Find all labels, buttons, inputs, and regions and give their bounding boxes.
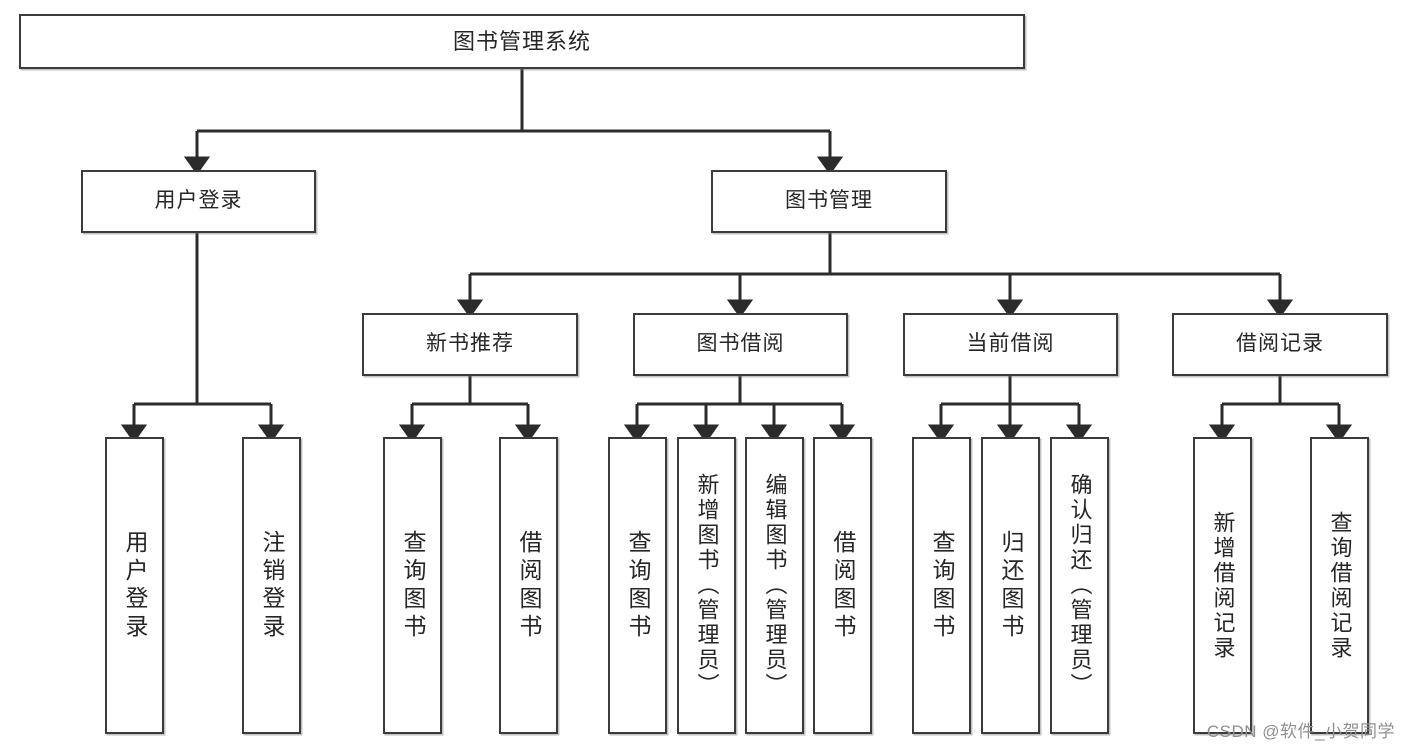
node-label: 借阅图书 xyxy=(830,529,856,642)
leaf-current-borrow-confirm-return-admin[interactable]: 确认归还（管理员） xyxy=(1050,437,1109,734)
node-label: 查询图书 xyxy=(400,529,426,642)
leaf-new-book-borrow-book[interactable]: 借阅图书 xyxy=(499,437,558,734)
node-label: 新增借阅记录 xyxy=(1210,510,1236,661)
leaf-user-login-logout[interactable]: 注销登录 xyxy=(242,437,301,734)
node-current-borrow[interactable]: 当前借阅 xyxy=(903,313,1118,376)
node-label: 借阅记录 xyxy=(1236,332,1324,356)
node-label: 查询图书 xyxy=(625,529,651,642)
node-book-borrow[interactable]: 图书借阅 xyxy=(633,313,848,376)
leaf-current-borrow-return-book[interactable]: 归还图书 xyxy=(981,437,1040,734)
node-root-book-management-system[interactable]: 图书管理系统 xyxy=(19,14,1025,69)
node-label: 新书推荐 xyxy=(426,332,514,356)
leaf-new-book-query-book[interactable]: 查询图书 xyxy=(383,437,442,734)
leaf-current-borrow-query-book[interactable]: 查询图书 xyxy=(912,437,971,734)
node-label: 查询图书 xyxy=(929,529,955,642)
node-label: 图书管理 xyxy=(785,189,873,213)
node-label: 注销登录 xyxy=(259,529,285,642)
leaf-user-login-login[interactable]: 用户登录 xyxy=(105,437,164,734)
node-book-management[interactable]: 图书管理 xyxy=(711,170,947,233)
node-label: 确认归还（管理员） xyxy=(1067,473,1093,698)
node-label: 借阅图书 xyxy=(516,529,542,642)
node-label: 用户登录 xyxy=(154,189,243,213)
node-label: 图书管理系统 xyxy=(452,28,591,54)
node-label: 新增图书（管理员） xyxy=(694,473,720,698)
csdn-watermark: CSDN @软件_小贺同学 xyxy=(1206,722,1395,741)
leaf-book-borrow-add-book-admin[interactable]: 新增图书（管理员） xyxy=(677,437,736,734)
node-label: 当前借阅 xyxy=(966,332,1055,356)
leaf-book-borrow-edit-book-admin[interactable]: 编辑图书（管理员） xyxy=(745,437,804,734)
node-label: 归还图书 xyxy=(998,529,1024,642)
node-borrow-record[interactable]: 借阅记录 xyxy=(1172,313,1388,376)
node-user-login[interactable]: 用户登录 xyxy=(81,170,316,233)
node-label: 查询借阅记录 xyxy=(1327,510,1353,661)
leaf-borrow-record-add-record[interactable]: 新增借阅记录 xyxy=(1193,437,1252,734)
leaf-book-borrow-borrow-book[interactable]: 借阅图书 xyxy=(813,437,872,734)
node-label: 用户登录 xyxy=(122,529,148,642)
node-new-book-recommend[interactable]: 新书推荐 xyxy=(362,313,578,376)
leaf-book-borrow-query-book[interactable]: 查询图书 xyxy=(608,437,667,734)
node-label: 图书借阅 xyxy=(696,332,785,356)
node-label: 编辑图书（管理员） xyxy=(762,473,788,698)
leaf-borrow-record-query-record[interactable]: 查询借阅记录 xyxy=(1310,437,1369,734)
